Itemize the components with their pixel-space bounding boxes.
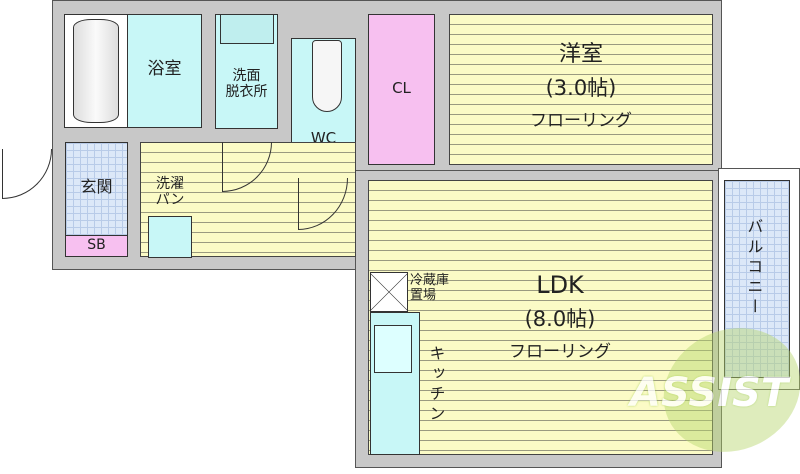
room-western <box>449 14 713 165</box>
label-entrance: 玄関 <box>80 177 113 196</box>
laundry-pan <box>148 216 192 258</box>
sink-icon <box>220 14 274 44</box>
label-western-size: (3.0帖) <box>545 76 617 100</box>
logo: ASSIST <box>630 306 800 474</box>
room-balcony <box>724 180 790 378</box>
label-fridge: 冷蔵庫 置場 <box>410 273 450 303</box>
shoebox <box>65 235 128 257</box>
label-balcony: バルコニー <box>744 218 764 318</box>
label-kitchen: キッチン <box>426 345 446 425</box>
entrance-door[interactable] <box>2 149 52 199</box>
label-shoebox: SB <box>87 237 106 253</box>
label-ldk-floor: フローリング <box>509 342 611 362</box>
label-ldk-size: (8.0帖) <box>524 307 596 331</box>
fridge-space <box>370 272 408 312</box>
label-washroom: 洗面 脱衣所 <box>225 68 268 101</box>
label-western-name: 洋室 <box>558 42 603 67</box>
label-ldk-name: LDK <box>536 271 584 299</box>
room-closet <box>368 14 435 165</box>
label-closet: CL <box>392 79 411 97</box>
bathtub <box>64 14 128 128</box>
room-bath <box>127 14 202 128</box>
logo-text: ASSIST <box>630 370 789 416</box>
room-ldk <box>368 180 713 455</box>
label-bath: 浴室 <box>147 59 182 79</box>
kitchen-sink-icon <box>374 325 412 373</box>
label-laundry: 洗濯 パン <box>155 176 185 209</box>
label-western-floor: フローリング <box>530 111 632 131</box>
toilet-icon <box>312 40 342 112</box>
